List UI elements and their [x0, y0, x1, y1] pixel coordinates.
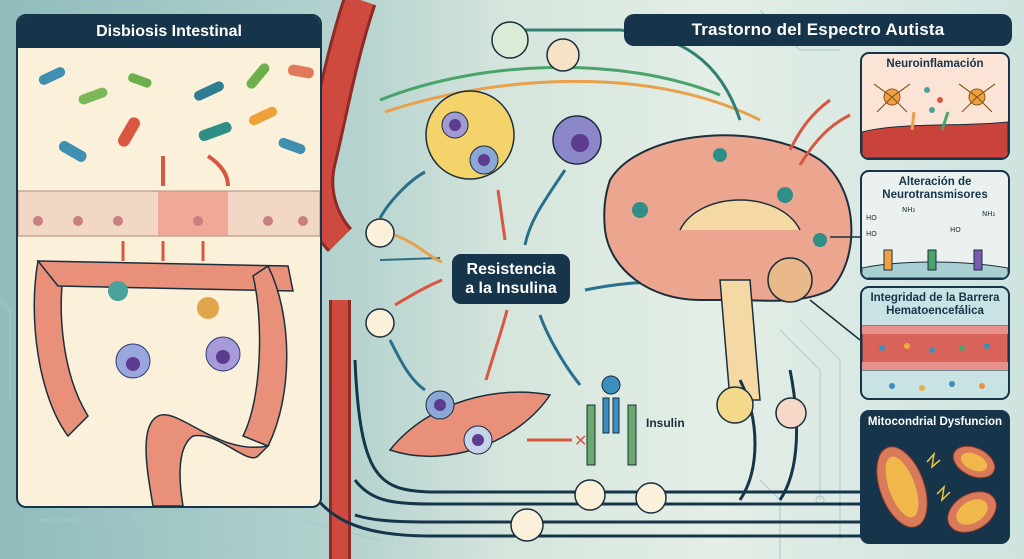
cytokines-flow-circle-icon [574, 479, 606, 511]
lps-circle-icon [365, 308, 395, 338]
flow-line-2 [353, 479, 1000, 506]
insulin-resistance-line2: a la Insulina [465, 280, 557, 297]
bacteria-icons [38, 63, 314, 162]
neurotransmitter-title: Alteración de Neurotransmisores [862, 172, 1008, 202]
arrow-arc-green [379, 65, 721, 102]
flow-line-3 [354, 513, 1000, 524]
bbb-title: Integridad de la Barrera Hematoencefálic… [862, 288, 1008, 318]
neuroinflammation-title: Neuroinflamación [886, 58, 984, 70]
flow-line-1 [353, 359, 1000, 494]
metabolites-circle-icon [546, 38, 580, 72]
epithelium-cells [18, 190, 320, 237]
molecule-label: NH₂ [902, 206, 916, 214]
mitochondria-panel: Mitocondrial Dysfuncion [860, 410, 1010, 544]
neuroinflammation-panel: Neuroinflamación [860, 52, 1010, 160]
brain-icon [603, 134, 853, 401]
blood-brain-barrier-panel: Integridad de la Barrera Hematoencefálic… [860, 286, 1010, 400]
bacteria-flow-circle-icon [510, 508, 544, 542]
gut-dysbiosis-panel: Disbiosis Intestinal [16, 14, 322, 508]
adipocyte-cluster-icon [425, 90, 515, 180]
molecule-label: NH₂ [982, 210, 996, 218]
bbb-illustration [862, 325, 1008, 391]
mitochondria-illustration [876, 445, 997, 533]
gut-illustration [18, 63, 320, 506]
colon-icon [33, 259, 294, 506]
insulin-receptor-icon [586, 375, 637, 466]
arrow-arc-orange [384, 79, 761, 122]
molecule-label: HO [950, 226, 961, 234]
macrophage-icon [552, 115, 602, 165]
gut-panel-title: Disbiosis Intestinal [18, 16, 320, 48]
insulin-label: Insulin [646, 416, 685, 430]
damage-arrows [121, 154, 230, 261]
autism-spectrum-title-text: Trastorno del Espectro Autista [691, 20, 945, 39]
neuron-circle-icon [716, 386, 754, 424]
muscle-tissue-icon [388, 390, 552, 458]
blocked-x-icon: ✕ [574, 431, 587, 450]
neuroinflammation-illustration [862, 83, 1008, 158]
bbb-title-line1: Integridad de la Barrera [870, 292, 1000, 304]
insulin-resistance-node: Resistencia a la Insulina [452, 254, 570, 304]
bacteria-circle-icon [491, 21, 529, 59]
insulin-resistance-line1: Resistencia [466, 261, 556, 278]
neurotransmitter-title-line1: Alteración de [898, 176, 972, 188]
bbb-title-line2: Hematoencefálica [886, 305, 984, 317]
neurotransmitter-panel: Alteración de Neurotransmisores HO HO NH… [860, 170, 1010, 280]
neurotransmitter-title-line2: Neurotransmisores [882, 189, 988, 201]
molecule-flow-circle-icon [635, 482, 667, 514]
molecule-label: HO [866, 230, 877, 238]
cytokines-circle-icon [365, 218, 395, 248]
mitochondria-title: Mitocondrial Dysfuncion [867, 416, 1003, 428]
neuron-circle-icon-2 [775, 397, 807, 429]
autism-spectrum-title: Trastorno del Espectro Autista [624, 14, 1012, 46]
molecule-label: HO [866, 214, 877, 222]
neurotransmitter-illustration: HO HO NH₂ NH₂ HO [862, 206, 1008, 278]
immune-cells-icon [108, 281, 241, 379]
